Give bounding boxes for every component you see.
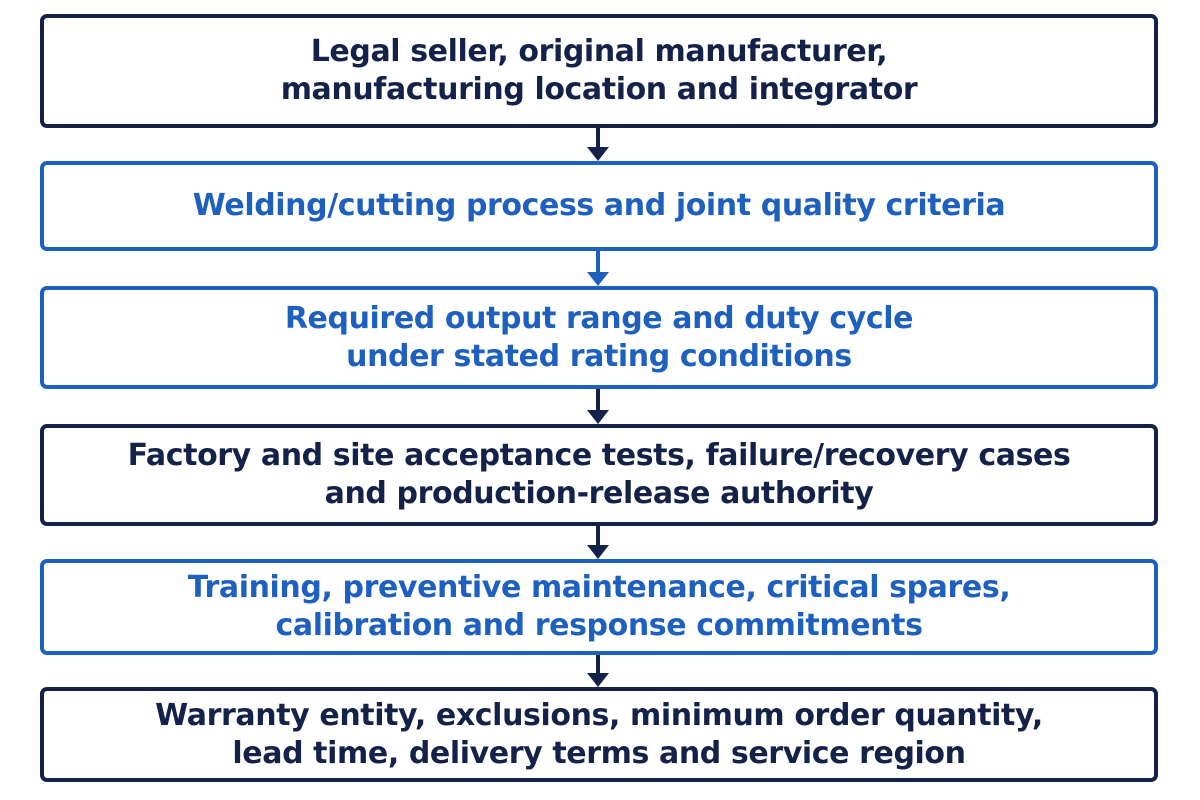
step-5-line-1: Training, preventive maintenance, critic… (187, 570, 1011, 605)
step-5-box: Training, preventive maintenance, critic… (40, 559, 1158, 655)
step-6-box: Warranty entity, exclusions, minimum ord… (40, 687, 1158, 782)
step-1-line-2: manufacturing location and integrator (280, 72, 918, 107)
step-1-box: Legal seller, original manufacturer, man… (40, 14, 1158, 128)
arrow-3-shaft (596, 389, 600, 410)
step-6-line-2: lead time, delivery terms and service re… (232, 735, 966, 771)
step-3-line-1: Required output range and duty cycle (284, 300, 914, 336)
step-2-box: Welding/cutting process and joint qualit… (40, 161, 1158, 251)
arrow-2-to-3 (586, 251, 610, 286)
arrow-1-shaft (596, 128, 600, 147)
arrow-2-shaft (596, 251, 600, 272)
arrow-down-icon (587, 272, 609, 286)
step-4-line-1: Factory and site acceptance tests, failu… (127, 438, 1071, 473)
step-2-line-1: Welding/cutting process and joint qualit… (192, 188, 1006, 223)
arrow-down-icon (587, 545, 609, 559)
step-5-line-2: calibration and response commitments (275, 608, 923, 643)
step-4-line-2: and production-release authority (324, 476, 874, 511)
arrow-5-shaft (596, 655, 600, 673)
step-3-box: Required output range and duty cycle und… (40, 286, 1158, 389)
step-4-box: Factory and site acceptance tests, failu… (40, 424, 1158, 526)
step-6-line-1: Warranty entity, exclusions, minimum ord… (155, 697, 1043, 733)
arrow-4-shaft (596, 526, 600, 545)
arrow-3-to-4 (586, 389, 610, 424)
arrow-down-icon (587, 673, 609, 687)
arrow-down-icon (587, 410, 609, 424)
arrow-5-to-6 (586, 655, 610, 687)
step-1-line-1: Legal seller, original manufacturer, (310, 34, 888, 69)
arrow-down-icon (587, 147, 609, 161)
step-3-line-2: under stated rating conditions (346, 338, 852, 374)
arrow-4-to-5 (586, 526, 610, 559)
arrow-1-to-2 (586, 128, 610, 161)
